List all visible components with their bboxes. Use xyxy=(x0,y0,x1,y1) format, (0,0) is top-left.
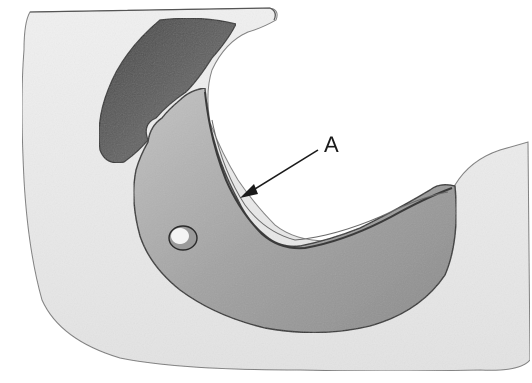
callout-label: A xyxy=(324,132,339,157)
mounting-hole-highlight xyxy=(171,228,189,244)
callout-arrow-line xyxy=(250,150,318,192)
